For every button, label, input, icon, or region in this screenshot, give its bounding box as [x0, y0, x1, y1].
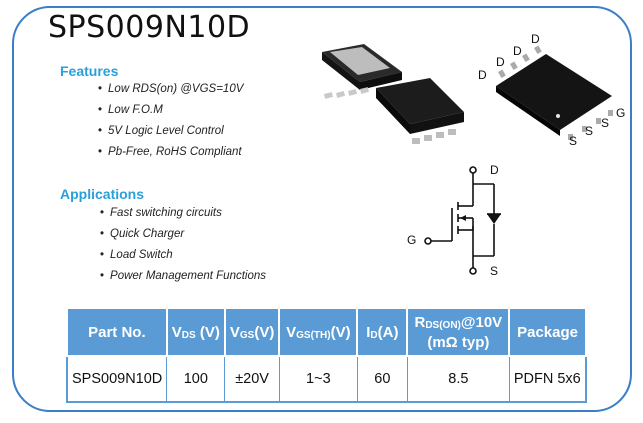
header-part-no: Part No.: [66, 307, 168, 357]
cell-vgs: ±20V: [224, 355, 280, 403]
schematic-source-label: S: [490, 264, 499, 278]
chip-front-view: [376, 78, 464, 144]
features-list: Low RDS(on) @VGS=10V Low F.O.M 5V Logic …: [98, 79, 243, 163]
feature-item: Low RDS(on) @VGS=10V: [98, 79, 243, 100]
header-id: ID(A): [356, 307, 409, 357]
cell-rds: 8.5: [406, 355, 510, 403]
spec-table: Part No. VDS (V) VGS(V) VGS(TH)(V) ID(A)…: [66, 307, 587, 403]
application-item: Power Management Functions: [100, 266, 266, 287]
chip-back-view: [322, 44, 402, 99]
pin-label-s3: S: [601, 116, 610, 130]
rounded-frame: [12, 6, 632, 412]
cell-part-no: SPS009N10D: [66, 355, 168, 403]
schematic-gate-label: G: [407, 233, 417, 247]
schematic-drain-label: D: [490, 163, 499, 177]
feature-item: Pb-Free, RoHS Compliant: [98, 142, 243, 163]
cell-vth: 1~3: [278, 355, 358, 403]
table-header-row: Part No. VDS (V) VGS(V) VGS(TH)(V) ID(A)…: [66, 307, 587, 357]
header-vth: VGS(TH)(V): [278, 307, 359, 357]
header-package: Package: [508, 307, 587, 357]
pin-label-g: G: [616, 106, 626, 120]
pin-label-d3: D: [513, 44, 522, 58]
cell-vds: 100: [166, 355, 226, 403]
cell-id: 60: [356, 355, 408, 403]
pin-label-s1: S: [569, 134, 578, 148]
pin-label-s2: S: [585, 124, 594, 138]
feature-item: Low F.O.M: [98, 100, 243, 121]
header-vds: VDS (V): [165, 307, 226, 357]
table-row: SPS009N10D 100 ±20V 1~3 60 8.5 PDFN 5x6: [66, 355, 587, 403]
applications-heading: Applications: [60, 186, 145, 202]
features-heading: Features: [60, 63, 119, 79]
package-pinout-image: [496, 45, 613, 140]
applications-list: Fast switching circuits Quick Charger Lo…: [100, 203, 266, 287]
application-item: Load Switch: [100, 245, 266, 266]
header-rds: RDS(ON)@10V(mΩ typ): [406, 307, 511, 357]
application-item: Fast switching circuits: [100, 203, 266, 224]
package-top-image: [322, 44, 464, 144]
application-item: Quick Charger: [100, 224, 266, 245]
pin-label-d1: D: [478, 68, 487, 82]
pin-label-d2: D: [496, 55, 505, 69]
mosfet-symbol: [424, 166, 501, 275]
feature-item: 5V Logic Level Control: [98, 121, 243, 142]
pin-label-d4: D: [531, 32, 540, 46]
header-vgs: VGS(V): [223, 307, 281, 357]
part-title: SPS009N10D: [48, 10, 251, 45]
cell-package: PDFN 5x6: [508, 355, 587, 403]
